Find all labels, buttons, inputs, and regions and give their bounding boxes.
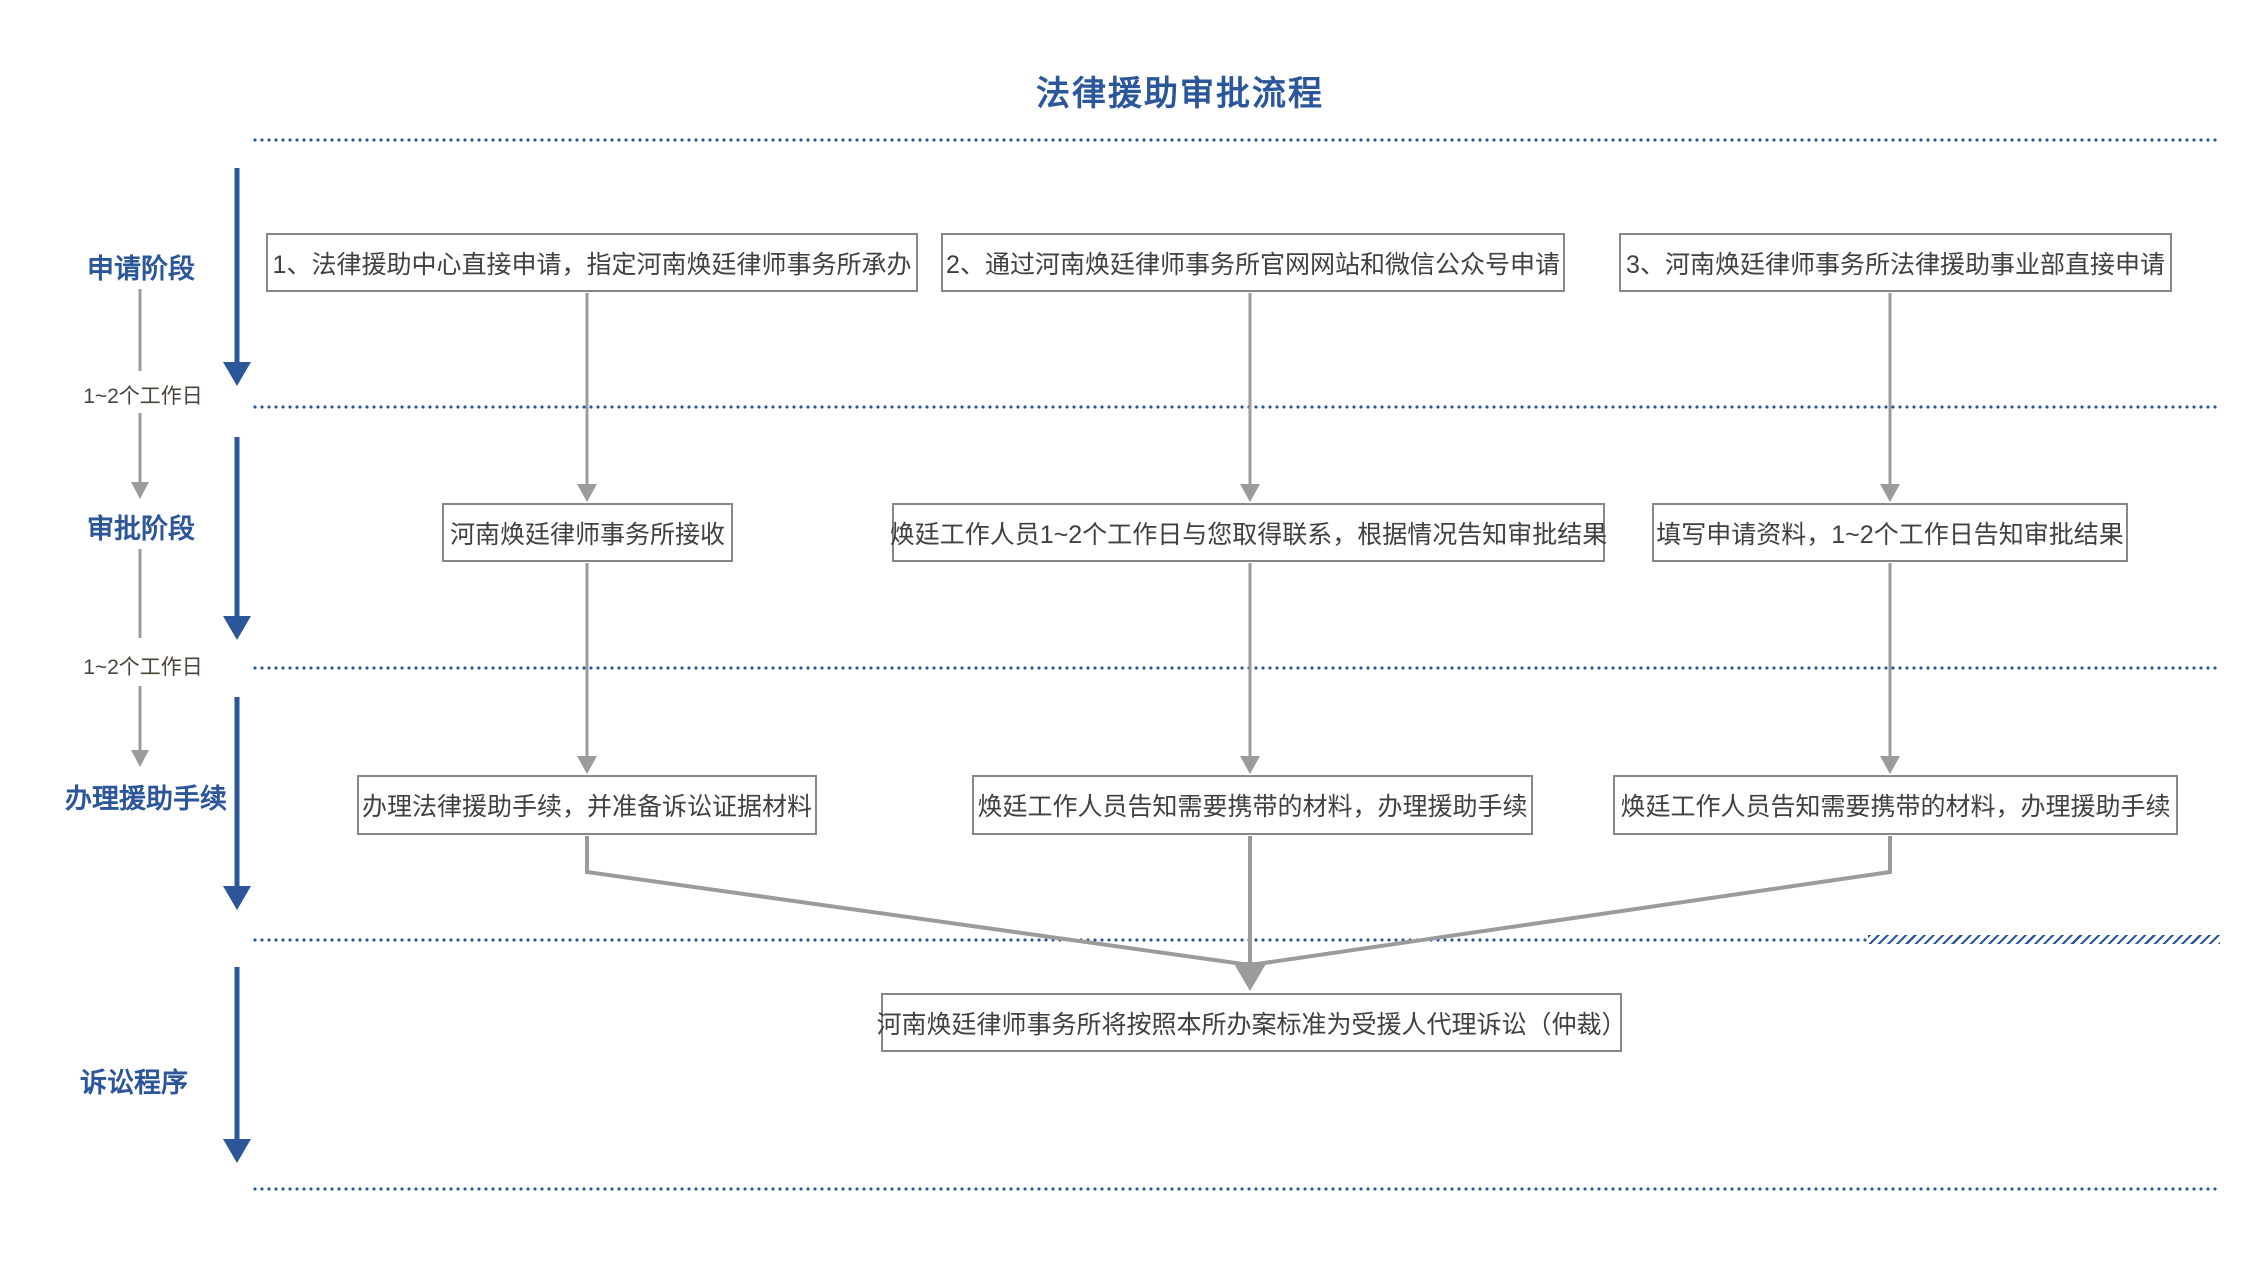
arrow-head-icon	[577, 756, 597, 774]
flow-box-apply-legal-aid-dept: 3、河南焕廷律师事务所法律援助事业部直接申请	[1619, 233, 2172, 292]
connector-converge-right	[1249, 836, 1892, 967]
arrow-head-icon	[1240, 484, 1260, 502]
separator-line-1	[253, 138, 2220, 142]
duration-label-2: 1~2个工作日	[83, 656, 203, 679]
arrow-head-icon	[131, 482, 149, 499]
sidebar-connector-2	[131, 413, 149, 499]
separator-line-2	[253, 405, 2220, 409]
page-title: 法律援助审批流程	[1036, 75, 1324, 113]
flow-box-fill-application-result: 填写申请资料，1~2个工作日告知审批结果	[1652, 503, 2128, 562]
stage-arrow-down-2	[223, 437, 251, 640]
flow-box-staff-contact-result: 焕廷工作人员1~2个工作日与您取得联系，根据情况告知审批结果	[890, 503, 1607, 562]
connector-col2-row2-row3	[1240, 563, 1260, 774]
stage-arrow-down-1	[223, 168, 251, 386]
connector-col3-row2-row3	[1880, 563, 1900, 774]
flow-box-apply-website-wechat: 2、通过河南焕廷律师事务所官网网站和微信公众号申请	[941, 233, 1565, 292]
connector-col1-row1-row2	[577, 293, 597, 502]
connector-converge-left	[585, 836, 1251, 967]
connector-col2-row1-row2	[1240, 293, 1260, 502]
flow-box-handle-procedures-evidence: 办理法律援助手续，并准备诉讼证据材料	[357, 775, 817, 835]
arrow-head-icon	[223, 1139, 251, 1163]
connector-col1-row2-row3	[577, 563, 597, 774]
duration-label-1: 1~2个工作日	[83, 385, 203, 408]
stage-label-aid-procedure: 办理援助手续	[65, 784, 227, 814]
separator-line-5	[253, 1187, 2220, 1191]
arrow-head-icon	[223, 362, 251, 386]
flow-box-firm-receives: 河南焕廷律师事务所接收	[442, 503, 733, 562]
separator-line-3	[253, 666, 2220, 670]
stage-label-approval: 审批阶段	[87, 514, 195, 544]
separator-line-4-hatched-segment	[1868, 935, 2220, 944]
arrow-head-icon	[223, 616, 251, 640]
stage-arrow-down-3	[223, 697, 251, 910]
arrow-head-icon	[577, 484, 597, 502]
arrow-head-icon	[1233, 962, 1267, 991]
arrow-head-icon	[223, 886, 251, 910]
flow-box-final-representation: 河南焕廷律师事务所将按照本所办案标准为受援人代理诉讼（仲裁）	[877, 993, 1627, 1052]
flow-box-apply-legal-aid-center: 1、法律援助中心直接申请，指定河南焕廷律师事务所承办	[266, 233, 918, 292]
connector-col3-row1-row2	[1880, 293, 1900, 502]
connector-converge-center	[1233, 836, 1267, 991]
arrow-head-icon	[1240, 756, 1260, 774]
stage-label-application: 申请阶段	[87, 254, 195, 284]
flow-box-staff-inform-materials-2: 焕廷工作人员告知需要携带的材料，办理援助手续	[1613, 775, 2178, 835]
stage-label-litigation: 诉讼程序	[80, 1068, 188, 1098]
arrow-head-icon	[1880, 756, 1900, 774]
arrow-head-icon	[1880, 484, 1900, 502]
arrow-head-icon	[131, 750, 149, 767]
stage-arrow-down-4	[223, 967, 251, 1163]
sidebar-connector-4	[131, 686, 149, 767]
flow-box-staff-inform-materials-1: 焕廷工作人员告知需要携带的材料，办理援助手续	[972, 775, 1533, 835]
